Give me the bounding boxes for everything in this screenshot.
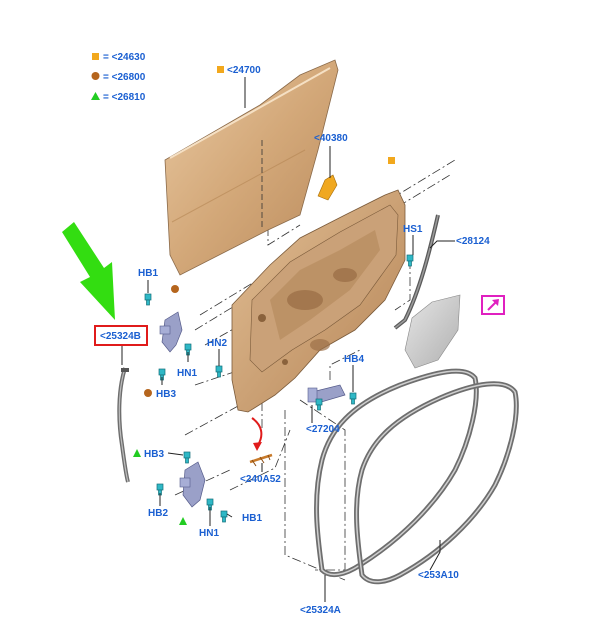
check-strap-27204 xyxy=(307,384,346,404)
callout-240a52[interactable]: <240A52 xyxy=(240,474,281,485)
legend-label-26810: = <26810 xyxy=(103,92,146,103)
square-icon xyxy=(388,157,395,164)
callout-253a10[interactable]: <253A10 xyxy=(418,570,459,581)
bolt-hn2 xyxy=(215,365,223,378)
callout-24700[interactable]: <24700 xyxy=(227,65,261,76)
legend-label-26800: = <26800 xyxy=(103,72,146,83)
callouts: <24700 <40380 <28124 HS1 HB1 <25324B HN2… xyxy=(94,65,490,616)
outer-door-panel xyxy=(164,59,339,276)
square-icon xyxy=(92,53,99,60)
bolt-hb4 xyxy=(349,392,357,405)
callout-27204[interactable]: <27204 xyxy=(306,424,340,435)
callout-hb3-top[interactable]: HB3 xyxy=(156,389,176,400)
highlight-box xyxy=(94,325,148,346)
callout-hb3-bottom[interactable]: HB3 xyxy=(144,449,164,460)
red-curved-arrow-icon xyxy=(251,417,263,451)
green-arrow-icon xyxy=(62,222,115,320)
water-shield xyxy=(404,294,461,369)
callout-hn1-bottom[interactable]: HN1 xyxy=(199,528,219,539)
callout-hb1-top[interactable]: HB1 xyxy=(138,268,158,279)
callout-25324a[interactable]: <25324A xyxy=(300,605,341,616)
weatherstrip-25324b xyxy=(117,367,130,483)
callout-hb2[interactable]: HB2 xyxy=(148,508,168,519)
bolt-27204 xyxy=(315,398,323,411)
external-link-icon[interactable] xyxy=(481,295,505,315)
leader-lines xyxy=(121,77,455,602)
bolt-hb1-top xyxy=(144,293,152,306)
callout-hs1[interactable]: HS1 xyxy=(403,224,423,235)
door-seal-253a10 xyxy=(354,381,519,585)
callout-25324b[interactable]: <25324B xyxy=(100,331,141,342)
circle-icon xyxy=(144,389,152,397)
legend: = <24630 = <26800 = <26810 xyxy=(91,52,146,103)
circle-icon xyxy=(91,72,100,80)
callout-hb4[interactable]: HB4 xyxy=(344,354,364,365)
legend-label-24630: = <24630 xyxy=(103,52,146,63)
callout-28124[interactable]: <28124 xyxy=(456,236,490,247)
triangle-icon xyxy=(179,517,187,525)
callout-hn2[interactable]: HN2 xyxy=(207,338,227,349)
bracket-40380 xyxy=(317,174,338,201)
callout-hn1-top[interactable]: HN1 xyxy=(177,368,197,379)
door-seal-25324a xyxy=(314,368,479,578)
square-icon xyxy=(217,66,224,73)
circle-icon xyxy=(171,285,179,293)
triangle-icon xyxy=(133,449,141,457)
bolt-hb1-bottom xyxy=(220,510,228,523)
bolt-hb3-bottom xyxy=(183,451,191,464)
callout-hb1-bottom[interactable]: HB1 xyxy=(242,513,262,524)
bolt-hs1 xyxy=(406,254,414,267)
callout-40380[interactable]: <40380 xyxy=(314,133,348,144)
upper-hinge xyxy=(159,311,183,353)
triangle-icon xyxy=(91,92,100,100)
lower-hinge xyxy=(179,461,206,508)
inner-door-frame xyxy=(231,189,406,413)
